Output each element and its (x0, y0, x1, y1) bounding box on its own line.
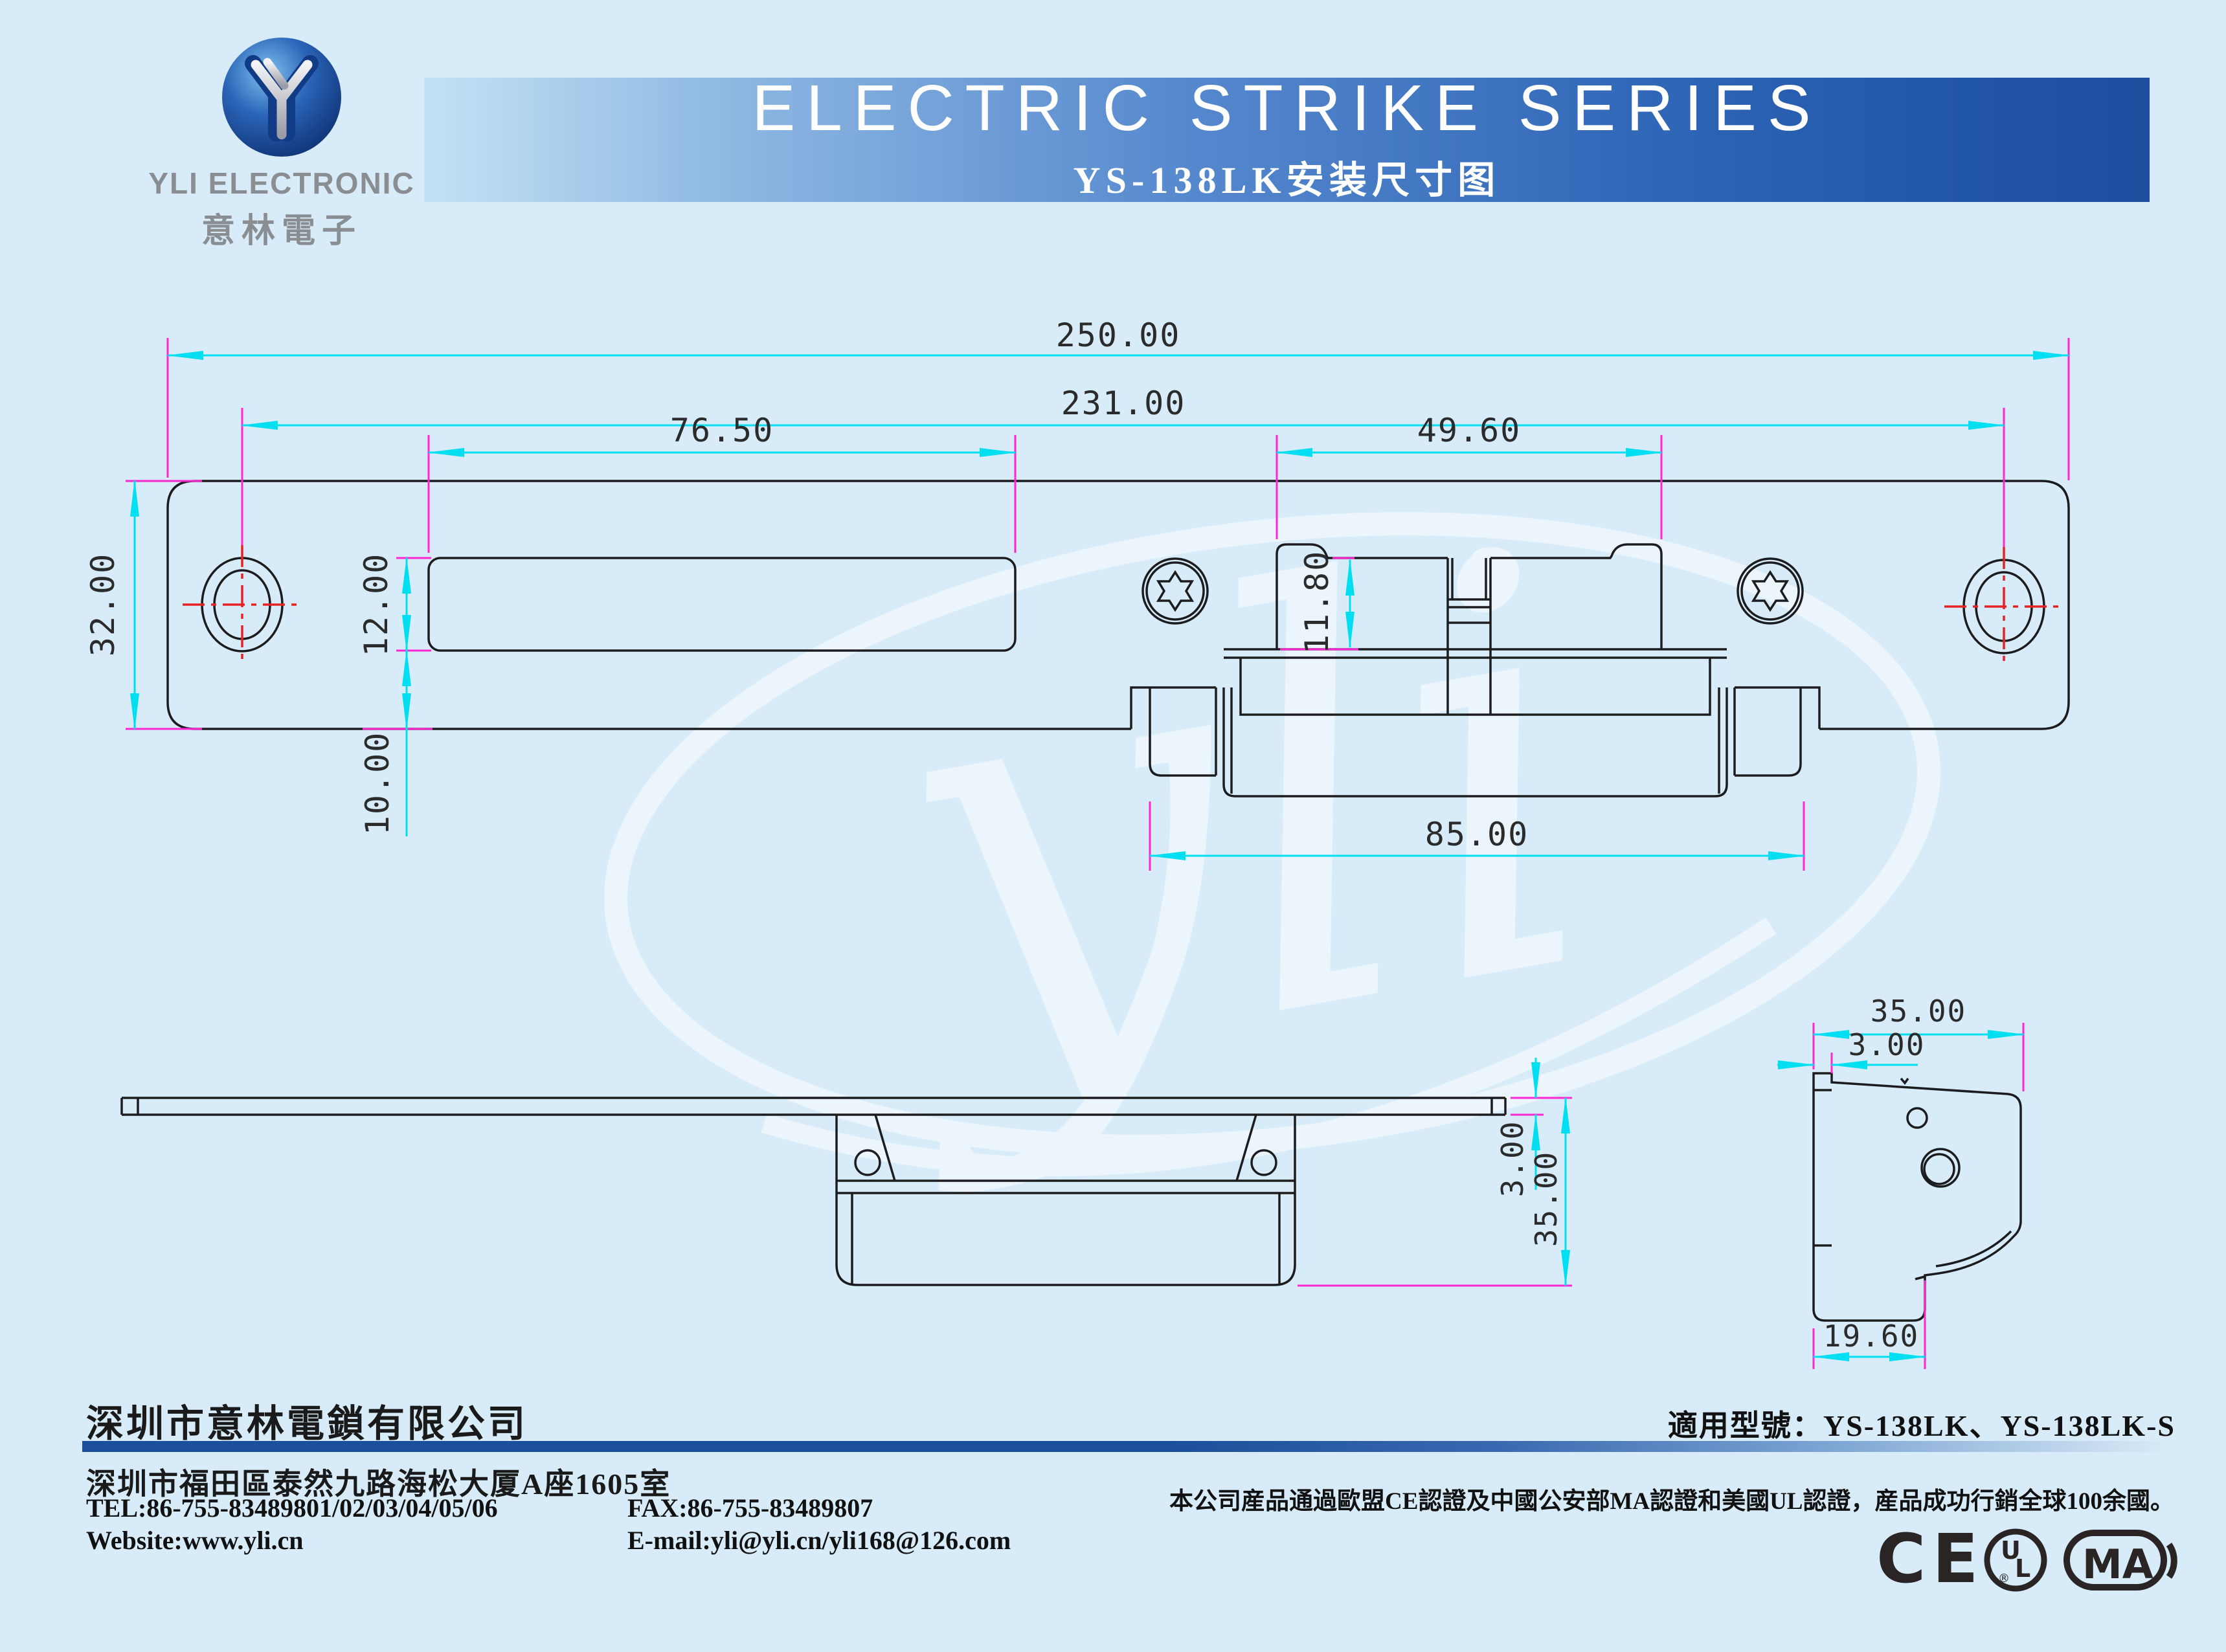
title-banner: ELECTRIC STRIKE SERIES YS-138LK安装尺寸图 (424, 72, 2150, 202)
side-faceplate (120, 1097, 1507, 1116)
side-screw-hole-right (1250, 1149, 1277, 1176)
end-small-hole (1906, 1107, 1928, 1129)
svg-text:MA: MA (2082, 1541, 2153, 1588)
ce-mark-icon: CE (1876, 1519, 1984, 1598)
end-cylinder-inner (1923, 1153, 1955, 1185)
front-view-dimensions: 250.00 231.00 76.50 49.60 32.00 12.00 10… (84, 317, 2071, 871)
svg-text:®: ® (1998, 1572, 2010, 1585)
footer-tel-fax-row: TEL:86-755-83489801/02/03/04/05/06 FAX:8… (86, 1493, 1187, 1523)
dim-end-total-width: 35.00 (1871, 994, 1966, 1029)
dim-slot-height: 12.00 (357, 553, 395, 657)
ma-mark-icon: MA (2063, 1530, 2177, 1591)
latch-slot (427, 557, 1017, 652)
dim-side-plate-thickness: 3.00 (1495, 1121, 1530, 1198)
torx-screw-right (1737, 557, 1804, 625)
end-view (1812, 1072, 2022, 1322)
dim-total-width: 250.00 (1056, 317, 1181, 354)
faceplate-outline (166, 480, 2070, 730)
dim-end-body-depth: 19.60 (1823, 1319, 1919, 1354)
keeper-cavity (1276, 543, 1663, 715)
side-body (835, 1115, 1296, 1286)
dim-keeper-inner: 11.80 (1298, 550, 1336, 654)
dim-slot-to-bottom: 10.00 (359, 731, 396, 836)
dim-keeper-width: 49.60 (1417, 412, 1522, 449)
series-title: ELECTRIC STRIKE SERIES (752, 72, 1822, 144)
svg-text:CE: CE (1876, 1523, 1984, 1594)
logo-company-name: YLI ELECTRONIC (148, 166, 415, 200)
footer-website[interactable]: Website:www.yli.cn (86, 1526, 304, 1555)
dim-plate-height: 32.00 (84, 553, 122, 657)
footer-email[interactable]: E-mail:yli@yli.cn/yli168@126.com (627, 1526, 1011, 1555)
company-logo: YLI ELECTRONIC 意林電子 (133, 32, 431, 252)
svg-text:yli: yli (821, 430, 1639, 1208)
side-view (120, 1097, 1507, 1286)
certification-note: 本公司産品通過歐盟CE認證及中國公安部MA認證和美國UL認證，産品成功行銷全球1… (1169, 1488, 2174, 1515)
model-subtitle: YS-138LK安装尺寸图 (1073, 159, 1501, 201)
footer-fax: FAX:86-755-83489807 (627, 1493, 873, 1523)
svg-text:L: L (2015, 1554, 2030, 1583)
torx-screw-left (1141, 557, 1209, 625)
footer-address: 深圳市福田區泰然九路海松大厦A座1605室 (86, 1468, 671, 1501)
logo-company-name-cn: 意林電子 (201, 213, 362, 250)
footer-company-name: 深圳市意林電鎖有限公司 (86, 1403, 528, 1445)
certification-marks: CE U L ® MA (1876, 1519, 2181, 1598)
dim-slot-width: 76.50 (670, 412, 774, 449)
dim-hole-spacing: 231.00 (1061, 385, 1186, 422)
footer-tel: TEL:86-755-83489801/02/03/04/05/06 (86, 1493, 498, 1523)
svg-text:U: U (2001, 1536, 2021, 1565)
ul-mark-icon: U L ® (1984, 1528, 2047, 1592)
yli-watermark: yli (603, 430, 1941, 1208)
side-view-dimensions: 3.00 35.00 (1298, 1058, 1572, 1288)
dim-side-total-height: 35.00 (1529, 1151, 1564, 1247)
front-view (166, 480, 2070, 798)
models-label: 適用型號： (1667, 1409, 1823, 1442)
footer-divider-bar (82, 1441, 2171, 1452)
models-value: YS-138LK、YS-138LK-S (1823, 1409, 2175, 1442)
dim-body-width: 85.00 (1425, 816, 1529, 853)
strike-body-front (1130, 648, 1821, 798)
applicable-models: 適用型號：YS-138LK、YS-138LK-S (1668, 1402, 2175, 1445)
side-screw-hole-left (854, 1149, 881, 1176)
end-outline (1812, 1072, 2022, 1322)
yli-logo-icon (222, 38, 341, 157)
footer-web-email-row: Website:www.yli.cn E-mail:yli@yli.cn/yli… (86, 1525, 1187, 1556)
end-view-dimensions: 35.00 3.00 19.60 (1777, 994, 2025, 1369)
dim-end-plate-thickness: 3.00 (1849, 1027, 1926, 1062)
end-cylinder-outer (1920, 1148, 1961, 1188)
